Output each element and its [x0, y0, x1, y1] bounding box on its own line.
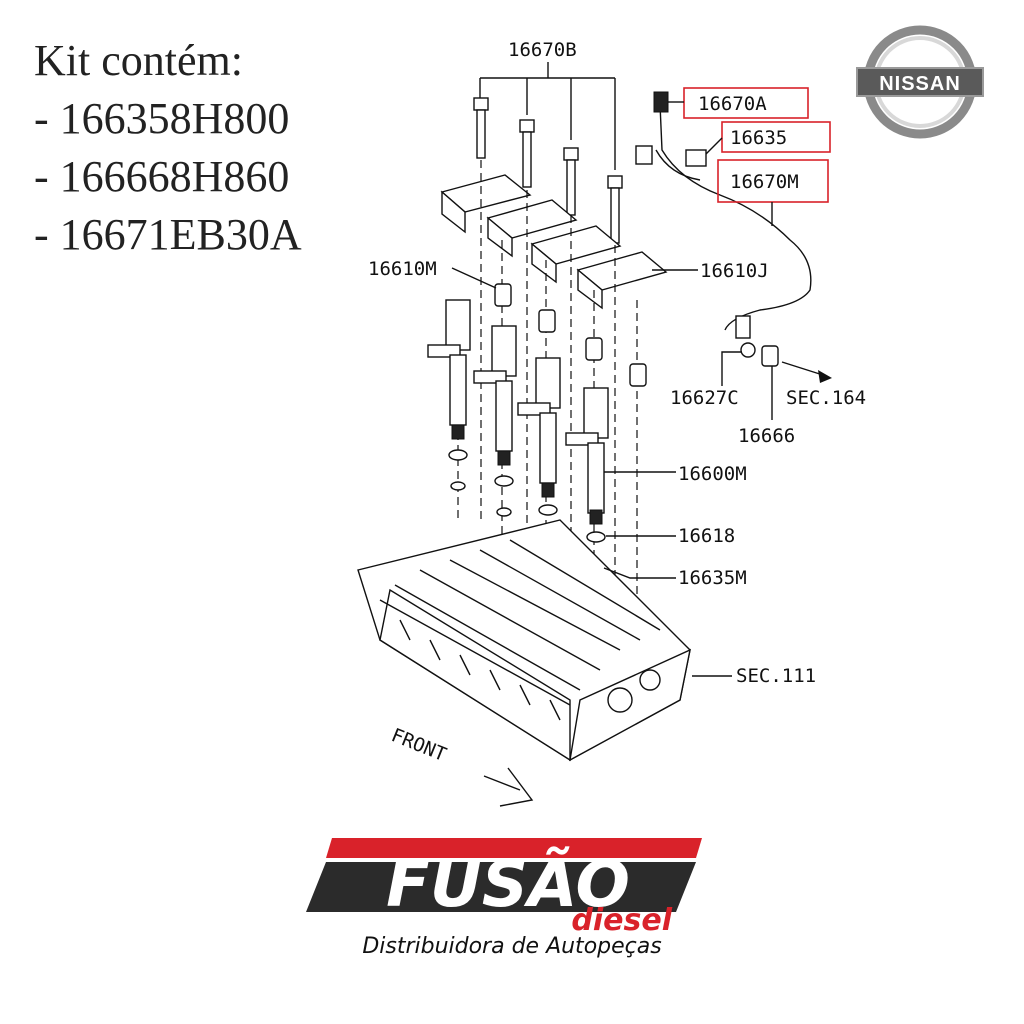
highlight-16670A [683, 87, 809, 119]
label-16635M: 16635M [678, 567, 747, 589]
label-16610M: 16610M [368, 258, 437, 280]
bolt-1 [473, 97, 489, 159]
kit-item: - 16671EB30A [34, 210, 302, 259]
label-16610J: 16610J [700, 260, 769, 282]
injector-harness [635, 91, 832, 383]
injector-2 [473, 325, 517, 517]
label-front: FRONT [388, 724, 449, 766]
cylinder-head [357, 519, 691, 762]
front-arrow-icon [483, 767, 534, 807]
clamps [440, 174, 668, 310]
label-16600M: 16600M [678, 463, 747, 485]
bolt-4 [607, 175, 623, 244]
kit-title: Kit contém: [34, 36, 243, 85]
bolt-3 [563, 147, 579, 216]
label-16635: 16635 [730, 127, 787, 149]
nissan-logo-text: NISSAN [879, 73, 961, 95]
logo-main-text: FUSÃO [386, 846, 630, 922]
kit-contents: Kit contém: - 166358H800 - 166668H860 - … [34, 32, 302, 264]
tagline: Distribuidora de Autopeças [362, 934, 662, 959]
nissan-logo: NISSAN [856, 25, 984, 139]
kit-item: - 166668H860 [34, 152, 290, 201]
label-sec-164: SEC.164 [786, 387, 866, 409]
injector-3 [517, 357, 561, 545]
bolt-2 [519, 119, 535, 188]
label-16670B: 16670B [508, 39, 577, 61]
injector-1 [427, 299, 471, 491]
bolts [473, 97, 623, 244]
logo-sub-text: diesel [571, 903, 672, 938]
fusao-diesel-logo: FUSÃO diesel [306, 838, 702, 938]
highlight-16635 [721, 121, 831, 153]
highlight-16670M [717, 159, 829, 203]
kit-item: - 166358H800 [34, 94, 290, 143]
leader-16670B [479, 62, 616, 170]
label-16618: 16618 [678, 525, 735, 547]
label-16670M: 16670M [730, 171, 799, 193]
label-16666: 16666 [738, 425, 795, 447]
label-16670A: 16670A [698, 93, 767, 115]
label-16627C: 16627C [670, 387, 739, 409]
label-sec-111: SEC.111 [736, 665, 816, 687]
injector-seals [494, 283, 647, 387]
